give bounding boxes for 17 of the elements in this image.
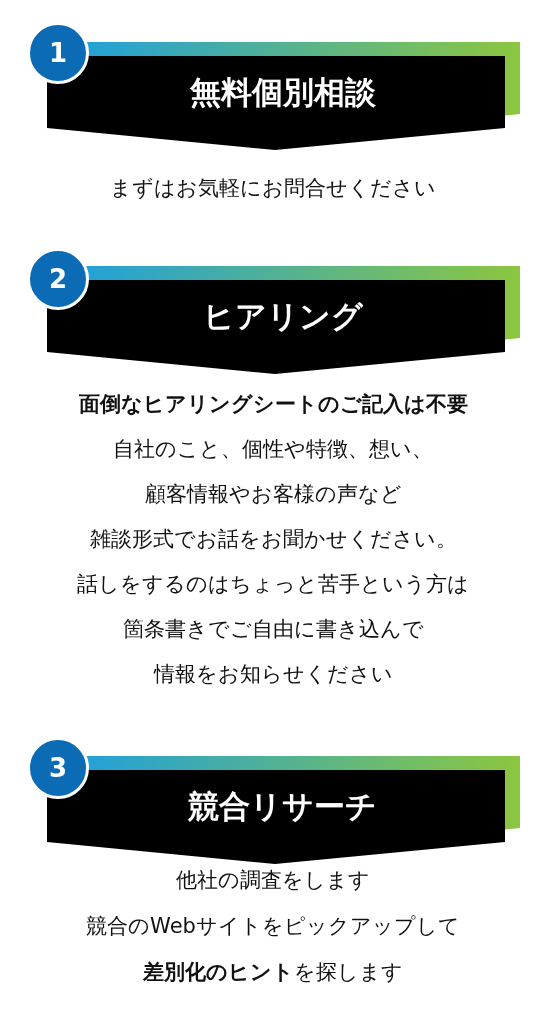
description-text: 他社の調査をします [176,867,370,894]
step-title: 無料個別相談 [188,73,377,112]
description-text: 競合のWebサイトをピックアップして [86,913,460,940]
description-text: 情報をお知らせください [153,661,393,688]
description-text: 差別化のヒントを探します [143,959,403,986]
description-text: 自社のこと、個性や特徴、想い、 [113,436,433,463]
step-number-circle: 3 [27,737,89,799]
description-text: 顧客情報やお客様の声など [144,481,402,508]
step-number-circle: 2 [27,248,89,310]
step-number-circle: 1 [27,22,89,84]
description-text: まずはお気軽にお問合せください [110,175,436,202]
description-text: 話しをするのはちょっと苦手という方は [77,571,469,598]
step-title: 競合リサーチ [187,787,378,826]
description-text: 箇条書きでご自由に書き込んで [122,616,424,643]
description-text: 雑談形式でお話をお聞かせください。 [89,526,457,553]
description-text: 面倒なヒアリングシートのご記入は不要 [78,391,468,418]
step-title: ヒアリング [201,297,364,336]
